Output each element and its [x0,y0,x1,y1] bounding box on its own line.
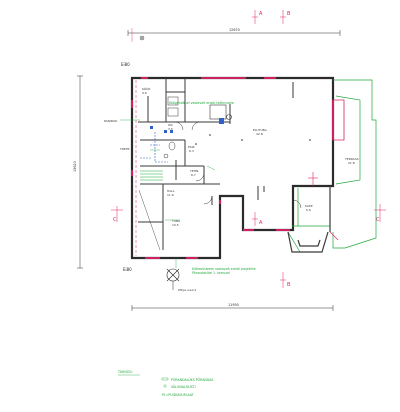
level-label-upper: Ei80 [121,62,130,67]
room-bedroom-name: TUBA [171,219,181,223]
section-a-bottom: A [259,220,263,226]
terrace-outline [287,79,377,253]
room-wardrobe-area: 5.6 [306,208,311,212]
section-c-left: C [113,217,117,223]
kitchen-fixtures [167,96,232,124]
room-labels: ELUTUBA 42.8 TERRASS 21.8 KÖÖK 9.6 WC 3.… [104,86,359,227]
door-swings [174,121,302,209]
service-lines [140,132,168,163]
section-a-top: A [259,11,263,17]
room-terrace-name: TERRASS [344,157,359,161]
section-b-bottom: B [287,282,291,288]
legend-item-2: VÄLISVALGUSTI [171,384,196,389]
section-mark-left-c: C [111,206,123,223]
note-compass: Põhja suund [178,288,196,292]
room-hall-area: 11.6 [167,193,174,197]
top-dimension-label: 12670 [229,28,240,32]
compass-icon [166,268,180,290]
leader-lines [120,119,216,268]
room-stair-name: TREPP [119,147,130,151]
room-technical-name: TEHN. [189,169,199,173]
stair-hatch [138,170,163,251]
room-terrace-area: 21.8 [348,161,355,165]
section-c-right: C [376,217,380,223]
interior-walls [138,78,294,250]
room-living-name: ELUTUBA [253,128,268,132]
room-hall-name: HALL [167,189,175,193]
section-b-top: B [287,11,291,17]
section-marks-bottom: A B [252,212,291,288]
room-entrance-name: ESIK [188,145,196,149]
level-label-lower: Ei80 [123,267,132,272]
section-marks-top: A B [252,10,291,24]
room-wc-area: 3.5 [168,127,173,131]
room-kitchen-name: KÖÖK [142,86,152,91]
room-kitchen-area: 9.6 [142,91,147,95]
windows [131,77,334,259]
annotations: Köögimööbel vastavalt eraldi tellimusele… [169,101,256,292]
legend-item-3: PL=PUIDUKIUPLAAT [162,393,194,397]
bottom-dimension: 11950 [131,303,334,311]
room-entrance-area: 6.3 [189,149,194,153]
room-technical-area: 6.7 [191,173,196,177]
left-dimension-label: 15620 [73,161,77,172]
room-wc-name: WC [168,123,173,127]
note-heating: Küttesüsteem vastavalt eraldi projektile [192,267,256,271]
legend-heading: TÄHISED: [117,369,133,374]
note-heating-2: Põrandaküte 1. korrusel [192,271,230,275]
terrace-door [308,99,345,241]
bay-window [287,186,331,253]
room-wardrobe-name: KAPP [305,204,313,208]
legend-item-1: PÕRANDALÜKS PÕRANDAS [171,377,213,382]
exterior-walls [130,76,335,260]
room-storage-name: PANIPAIK [104,119,118,123]
small-markers [195,134,311,145]
bottom-dimension-label: 11950 [228,303,239,307]
room-living-area: 42.8 [256,132,263,136]
room-bedroom-area: 10.5 [172,223,179,227]
note-kitchen: Köögimööbel vastavalt eraldi tellimusele [169,101,234,105]
drawing-marker-small [139,35,145,41]
top-dimension: 12670 [127,28,341,42]
left-dimension: 15620 [73,75,83,269]
legend: TÄHISED: PÕRANDALÜKS PÕRANDAS VÄLISVALGU… [117,369,213,397]
wc-fixtures [150,126,176,159]
